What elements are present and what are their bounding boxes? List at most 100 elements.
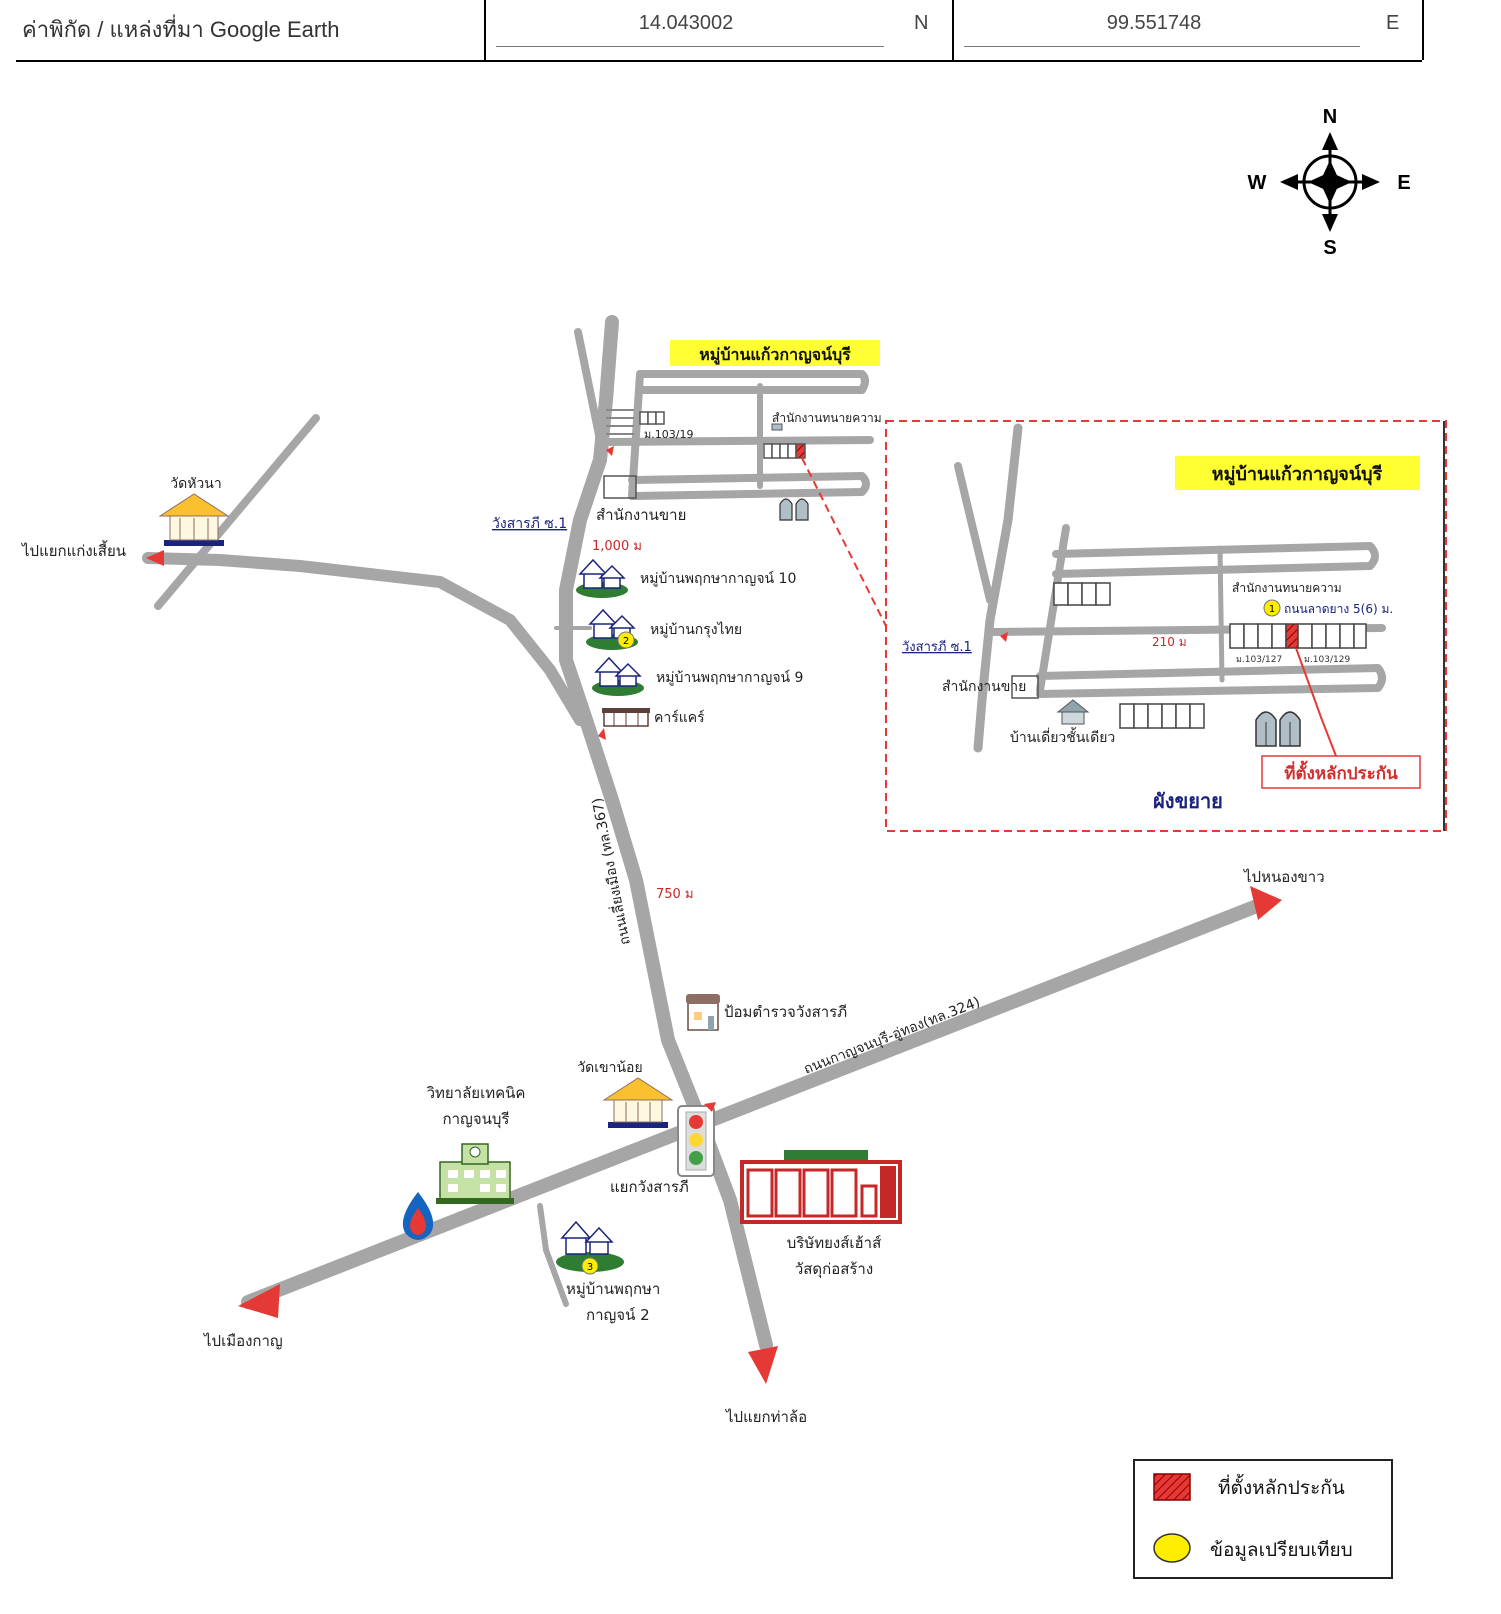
village-road-mid: [602, 436, 874, 446]
inset-marker-1: [1263, 599, 1281, 617]
soi-1-label: วังสารภี ซ.1: [492, 516, 567, 532]
arrow-mueang: [238, 1284, 280, 1318]
road-network: [142, 315, 1269, 1352]
legend-collateral-swatch: [1153, 1473, 1191, 1501]
village-title-box: [670, 340, 880, 366]
dist-750-label: 750 ม: [656, 887, 694, 902]
gas-station-logo-icon: [402, 1192, 434, 1240]
inset-road-main: [973, 423, 1023, 753]
longitude-value: 99.551748: [1106, 12, 1202, 34]
inset-collateral-leader: [1295, 647, 1337, 757]
inset-sales-office-box: [1011, 675, 1039, 699]
village-title: หมู่บ้านแก้วกาญจน์บุรี: [699, 345, 851, 366]
college-building-icon: [436, 1143, 514, 1204]
inset-title-box: [1175, 456, 1420, 490]
village-icon-krung-thai: [586, 608, 638, 650]
inset-road-info: ถนนลาดยาง 5(6) ม.: [1284, 602, 1393, 616]
village-icon-pruksa-9: [592, 656, 644, 696]
inset-soi-arrow: [1000, 632, 1008, 642]
arrow-kaeng-sian: [146, 550, 164, 566]
inset-road-center: [1217, 545, 1225, 683]
police-box-label: ป้อมตำรวจวังสารภี: [724, 1003, 847, 1021]
inset-sales-office: สำนักงานขาย: [942, 679, 1026, 695]
road-to-kaeng-sian: [142, 552, 586, 726]
arrow-nong-khao: [1250, 886, 1282, 920]
marker-3-label: 3: [587, 1262, 593, 1273]
to-kaeng-sian-label: ไปแยกแก่งเสี้ยน: [21, 540, 126, 560]
inset-road-west: [1036, 524, 1070, 694]
latitude-value: 14.043002: [638, 12, 734, 34]
compass-n: N: [1323, 106, 1337, 128]
wat-hua-na-label: วัดหัวนา: [170, 476, 221, 492]
crosswalk: [606, 409, 634, 435]
company-label-2: วัสดุก่อสร้าง: [795, 1260, 873, 1279]
longitude-direction: E: [1386, 12, 1400, 34]
sales-office-icon: [603, 475, 637, 499]
village-road-bottom: [628, 472, 870, 500]
company-label-1: บริษัทยงส์เฮ้าส์: [787, 1234, 881, 1252]
lawyer-office-label: สำนักงานทนายความ: [772, 411, 882, 425]
latitude-direction: N: [914, 12, 929, 34]
village-pruksa-10-label: หมู่บ้านพฤกษากาญจน์ 10: [640, 570, 796, 587]
arrow-tha-lo: [748, 1346, 778, 1384]
inset-lot-103-129: ม.103/129: [1304, 655, 1350, 665]
inset-dist-210: 210 ม: [1152, 635, 1187, 649]
village-road-top: [636, 370, 869, 394]
legend-comparable-label: ข้อมูลเปรียบเทียบ: [1210, 1539, 1353, 1561]
intersection-label: แยกวังสารภี: [610, 1178, 689, 1196]
tech-college-label-2: กาญจนบุรี: [443, 1110, 510, 1129]
car-care-icon: [602, 708, 650, 727]
village-icon-pruksa-10: [576, 558, 628, 598]
main-collateral-lot: [795, 443, 806, 459]
coordinate-label: ค่าพิกัด / แหล่งที่มา Google Earth: [22, 17, 340, 42]
longitude-underline: [964, 46, 1360, 47]
police-box-icon: [686, 994, 720, 1031]
dist-1000-label: 1,000 ม: [592, 539, 642, 554]
inset-single-house: บ้านเดี่ยวชั้นเดียว: [1010, 727, 1115, 746]
inset-road-top: [1052, 542, 1379, 578]
lot-103-19-label: ม.103/19: [644, 428, 693, 441]
longitude-cell: 99.551748 E: [952, 0, 1424, 60]
to-tha-lo-label: ไปแยกท่าล้อ: [725, 1408, 807, 1426]
inset-marker-1-label: 1: [1269, 604, 1275, 615]
inset-collateral-box: [1261, 755, 1421, 789]
intersection-arrow: [704, 1102, 716, 1112]
inset-lots: [1053, 582, 1367, 729]
hardware-store-icon: [740, 1150, 902, 1224]
inset-caption: ผังขยาย: [1153, 789, 1223, 813]
latitude-cell: 14.043002 N: [484, 0, 952, 60]
road-village-2: [537, 1203, 569, 1307]
village-pruksa-2-label-2: กาญจน์ 2: [586, 1306, 650, 1324]
village-krung-thai-label: หมู่บ้านกรุงไทย: [650, 621, 742, 638]
to-nong-khao-label: ไปหนองขาว: [1243, 868, 1325, 886]
road-324: [241, 897, 1269, 1309]
inset-lot-103-127: ม.103/127: [1236, 655, 1282, 665]
compass-w: W: [1248, 172, 1267, 194]
inset-road-network: [954, 423, 1386, 753]
road-wat-hua-na: [154, 414, 320, 610]
inset-road-branch: [954, 462, 994, 604]
inset-gate-icon: [1255, 711, 1301, 747]
traffic-light-icon: [677, 1105, 715, 1177]
compass-e: E: [1397, 172, 1410, 194]
latitude-underline: [496, 46, 884, 47]
village-icon-pruksa-2: [556, 1220, 624, 1275]
main-lots: [639, 411, 806, 459]
inset-lawyer-office: สำนักงานทนายความ: [1232, 581, 1342, 595]
gate-icon: [779, 498, 809, 521]
temple-icon-khao-noi: [602, 1077, 674, 1128]
inset-collateral-lot: [1285, 623, 1299, 649]
compass-icon: N S E W: [1248, 106, 1411, 259]
wat-khao-noi-label: วัดเขาน้อย: [577, 1060, 642, 1076]
inset-soi-1: วังสารภี ซ.1: [902, 639, 972, 655]
village-pruksa-9-label: หมู่บ้านพฤกษากาญจน์ 9: [656, 669, 803, 686]
compass-s: S: [1323, 237, 1336, 259]
road-north-branch: [574, 328, 604, 444]
inset-house-icon: [1056, 699, 1090, 725]
lawyer-office-icon: [771, 423, 783, 431]
legend-comparable-swatch: [1153, 1533, 1191, 1563]
temple-icon: [158, 493, 230, 546]
village-pruksa-2-label-1: หมู่บ้านพฤกษา: [566, 1280, 660, 1298]
to-mueang-label: ไปเมืองกาญ: [203, 1332, 283, 1350]
